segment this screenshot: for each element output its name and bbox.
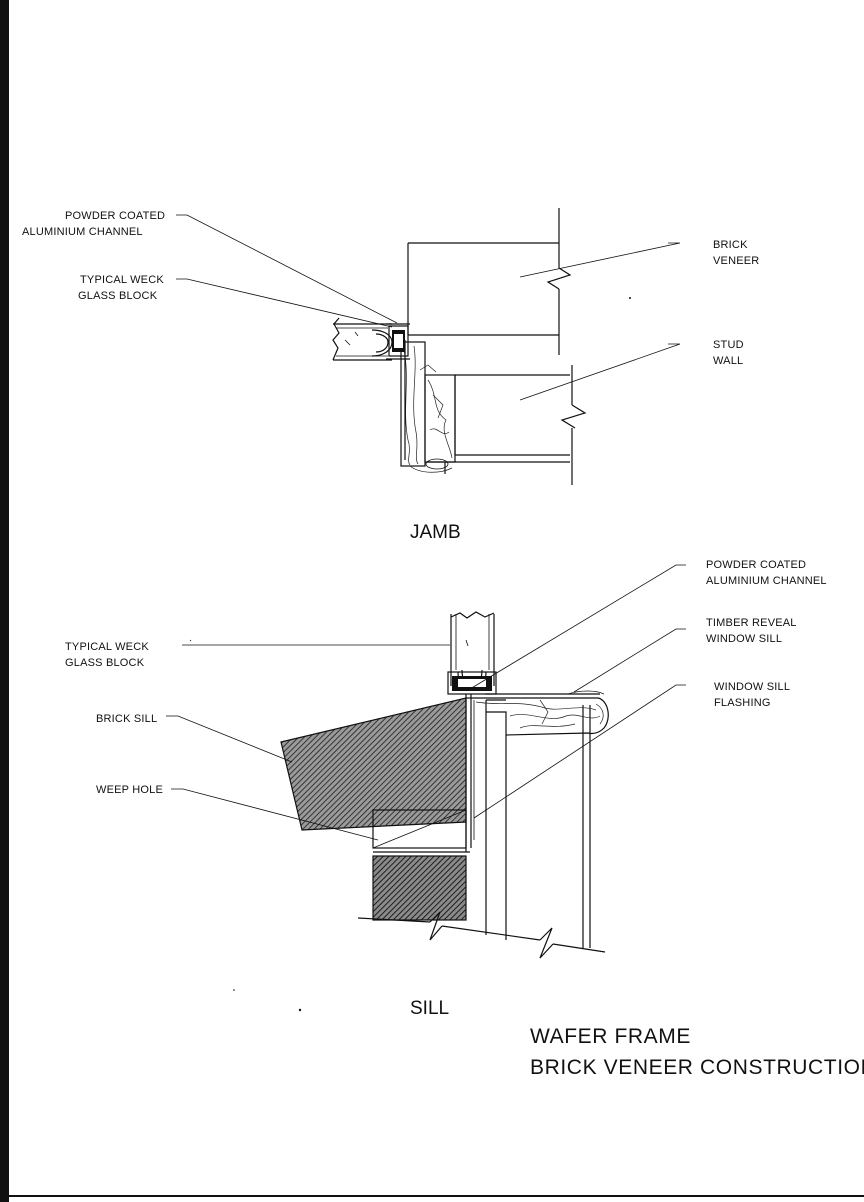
jamb-glass-block: [332, 317, 410, 361]
sill-channel-label-line1: POWDER COATED: [706, 559, 806, 571]
brick-veneer-label-line2: VENEER: [713, 255, 759, 267]
sill-glass-label-line1: TYPICAL WECK: [65, 641, 149, 653]
brick-sill-label: BRICK SILL: [96, 713, 157, 725]
sill-glass-block: [447, 611, 497, 695]
jamb-glass-label-line1: TYPICAL WECK: [80, 274, 164, 286]
timber-reveal-label-line1: TIMBER REVEAL: [706, 617, 797, 629]
sill-flashing: [465, 694, 475, 852]
sill-break-lines: [357, 911, 606, 959]
brick-veneer-section: [407, 208, 572, 355]
sill-channel-label-line2: ALUMINIUM CHANNEL: [706, 575, 827, 587]
jamb-glass-label-line2: GLASS BLOCK: [78, 290, 158, 302]
timber-reveal-sill: [472, 690, 609, 736]
sill-leaders: [166, 564, 686, 841]
brick-veneer-label-line1: BRICK: [713, 239, 748, 251]
stud-wall-label-line1: STUD: [713, 339, 744, 351]
jamb-timber-reveal: [400, 340, 456, 474]
sheet-title-line1: WAFER FRAME: [530, 1025, 691, 1048]
jamb-channel-label-line1: POWDER COATED: [65, 210, 165, 222]
jamb-title: JAMB: [410, 522, 461, 543]
scan-specks: [233, 297, 631, 1012]
stud-wall-section: [427, 365, 587, 485]
stud-wall-label-line2: WALL: [713, 355, 743, 367]
sill-stud-wall: [485, 699, 591, 948]
timber-reveal-label-line2: WINDOW SILL: [706, 633, 782, 645]
brick-course: [372, 855, 467, 921]
sill-title: SILL: [410, 998, 449, 1019]
jamb-leaders: [176, 214, 681, 401]
sill-glass-label-line2: GLASS BLOCK: [65, 657, 145, 669]
weep-hole-label: WEEP HOLE: [96, 784, 163, 796]
flashing-label-line2: FLASHING: [714, 697, 771, 709]
jamb-detail: POWDER COATED ALUMINIUM CHANNEL TYPICAL …: [22, 208, 759, 543]
sheet-title-line2: BRICK VENEER CONSTRUCTION: [530, 1056, 864, 1079]
jamb-channel-label-line2: ALUMINIUM CHANNEL: [22, 226, 143, 238]
flashing-label-line1: WINDOW SILL: [714, 681, 790, 693]
sill-detail: POWDER COATED ALUMINIUM CHANNEL TIMBER R…: [65, 559, 827, 1019]
